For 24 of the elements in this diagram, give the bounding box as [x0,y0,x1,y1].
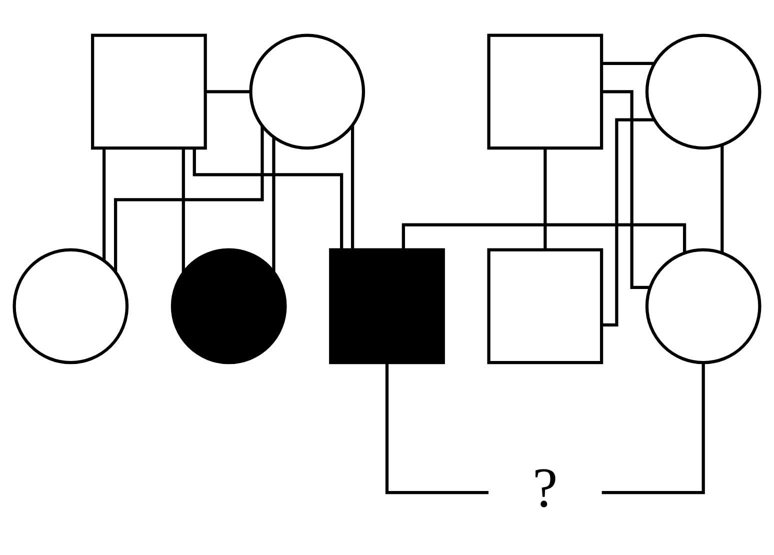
connector [182,148,185,272]
connector [385,362,488,494]
connector [272,136,276,272]
connector [402,222,686,252]
node-box [329,248,445,364]
node-circle [249,33,366,150]
connector [602,362,705,494]
node-circle [12,248,129,364]
node-box [487,33,604,150]
connector [102,148,106,260]
node-circle [170,248,287,364]
connector [206,90,250,93]
connector [192,148,344,250]
connector [720,144,724,252]
node-box [487,248,604,364]
connector [350,124,354,250]
node-text: ? [532,456,558,519]
node-circle [645,248,762,364]
connector [544,148,547,250]
connector [602,61,654,65]
connector [602,118,654,326]
node-circle [645,33,762,150]
connector [114,125,264,272]
node-box [91,33,207,150]
